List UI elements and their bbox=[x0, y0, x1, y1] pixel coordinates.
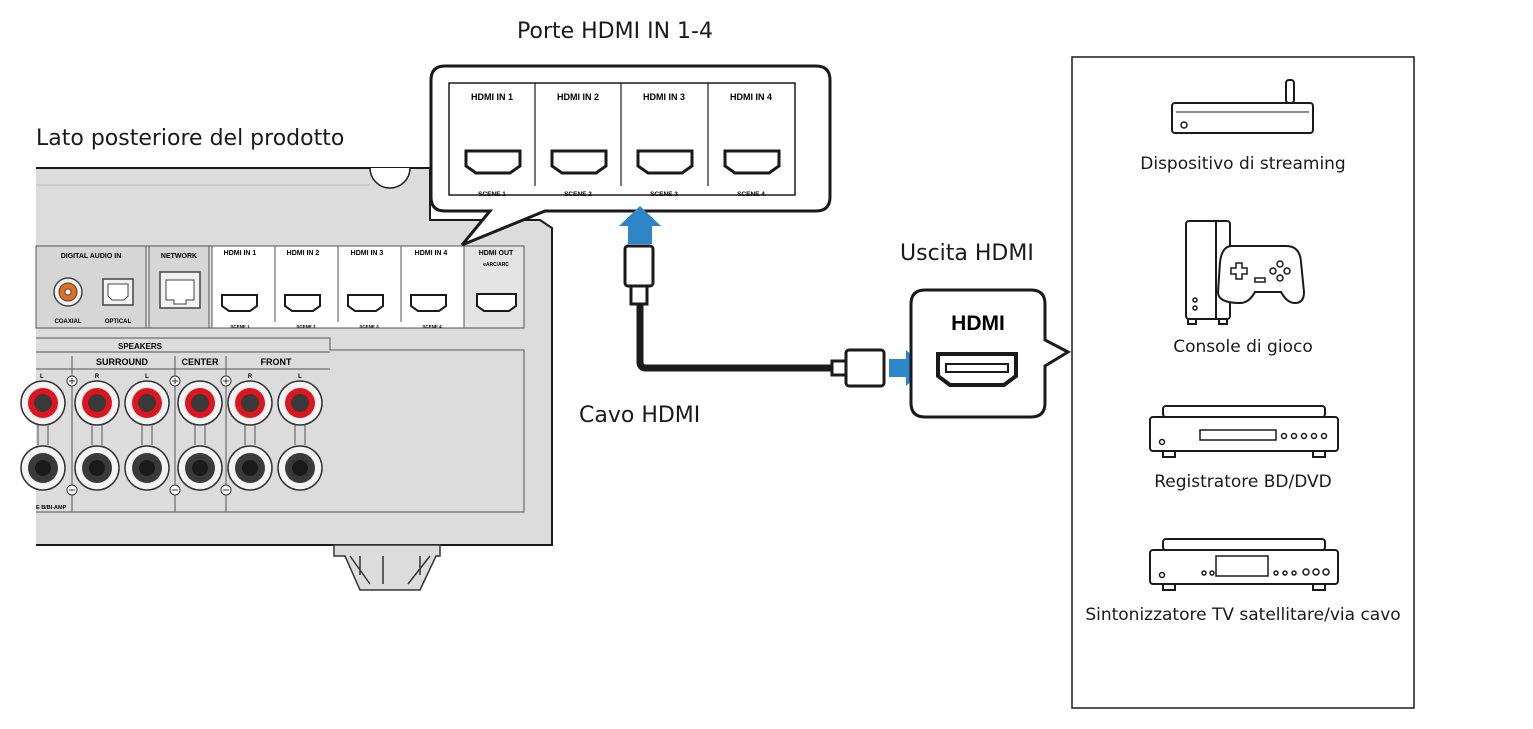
svg-text:HDMI IN 4: HDMI IN 4 bbox=[730, 92, 772, 102]
game-console-icon bbox=[1185, 220, 1306, 325]
svg-text:R: R bbox=[95, 374, 100, 380]
svg-text:L: L bbox=[298, 374, 302, 380]
svg-text:SCENE 2: SCENE 2 bbox=[296, 324, 316, 329]
network-label: NETWORK bbox=[161, 253, 197, 260]
hdmi-output-callout: HDMI bbox=[909, 288, 1072, 419]
coaxial-label: COAXIAL bbox=[55, 319, 82, 325]
svg-text:SCENE 3: SCENE 3 bbox=[359, 324, 379, 329]
receiver-rear-panel: DIGITAL AUDIO IN NETWORK COAXIAL OPTICAL… bbox=[20, 167, 553, 591]
panel-hdmi-in-3: HDMI IN 3 SCENE 3 bbox=[347, 250, 384, 329]
arrow-up-icon bbox=[619, 206, 661, 244]
arrow-right-icon bbox=[889, 350, 927, 386]
svg-text:SCENE 1: SCENE 1 bbox=[478, 191, 506, 198]
hdmi-cable-label: Cavo HDMI bbox=[579, 403, 701, 428]
svg-text:SCENE 3: SCENE 3 bbox=[650, 191, 678, 198]
svg-text:HDMI IN 1: HDMI IN 1 bbox=[471, 92, 513, 102]
device-label-tuner: Sintonizzatore TV satellitare/via cavo bbox=[1085, 605, 1401, 625]
callout-port-1: HDMI IN 1 SCENE 1 bbox=[464, 92, 522, 198]
svg-text:R: R bbox=[248, 374, 253, 380]
svg-text:HDMI IN 3: HDMI IN 3 bbox=[643, 92, 685, 102]
digital-audio-in-label: DIGITAL AUDIO IN bbox=[61, 253, 122, 260]
hdmi-in-ports-label: Porte HDMI IN 1-4 bbox=[517, 19, 713, 44]
front-label: FRONT bbox=[261, 357, 292, 367]
receiver-foot bbox=[333, 544, 441, 591]
svg-text:L: L bbox=[40, 374, 44, 380]
svg-text:SCENE 4: SCENE 4 bbox=[737, 191, 765, 198]
callout-port-3: HDMI IN 3 SCENE 3 bbox=[636, 92, 694, 198]
svg-text:HDMI IN 2: HDMI IN 2 bbox=[287, 250, 320, 257]
svg-text:L: L bbox=[145, 374, 149, 380]
device-box bbox=[1071, 56, 1415, 709]
device-label-console: Console di gioco bbox=[1173, 337, 1313, 357]
hdmi-cable bbox=[623, 244, 886, 388]
svg-text:HDMI IN 4: HDMI IN 4 bbox=[415, 250, 448, 257]
callout-port-4: HDMI IN 4 SCENE 4 bbox=[723, 92, 781, 198]
svg-text:HDMI IN 3: HDMI IN 3 bbox=[351, 250, 384, 257]
svg-text:SCENE 2: SCENE 2 bbox=[564, 191, 592, 198]
svg-text:eARC/ARC: eARC/ARC bbox=[483, 262, 509, 268]
svg-text:SCENE 4: SCENE 4 bbox=[422, 324, 442, 329]
panel-hdmi-in-1: HDMI IN 1 SCENE 1 bbox=[221, 250, 258, 329]
rear-panel-label: Lato posteriore del prodotto bbox=[36, 126, 345, 151]
svg-text:HDMI IN 1: HDMI IN 1 bbox=[224, 250, 257, 257]
panel-hdmi-in-4: HDMI IN 4 SCENE 4 bbox=[410, 250, 448, 329]
panel-hdmi-in-2: HDMI IN 2 SCENE 2 bbox=[284, 250, 321, 329]
callout-port-2: HDMI IN 2 SCENE 2 bbox=[550, 92, 608, 198]
satellite-cable-tuner-icon bbox=[1149, 538, 1339, 591]
positive-terminals bbox=[20, 380, 323, 426]
panel-hdmi-out: HDMI OUT eARC/ARC bbox=[476, 250, 517, 312]
device-label-streaming: Dispositivo di streaming bbox=[1140, 154, 1346, 174]
svg-text:SCENE 1: SCENE 1 bbox=[230, 324, 250, 329]
streaming-device-icon bbox=[1171, 79, 1314, 134]
svg-text:HDMI OUT: HDMI OUT bbox=[479, 250, 514, 257]
zone-b-label: E B/BI-AMP bbox=[36, 505, 67, 511]
device-label-bd-dvd: Registratore BD/DVD bbox=[1154, 472, 1332, 492]
bd-dvd-recorder-icon bbox=[1149, 405, 1339, 458]
svg-text:HDMI IN 2: HDMI IN 2 bbox=[557, 92, 599, 102]
speakers-label: SPEAKERS bbox=[118, 342, 163, 351]
hdmi-output-text: HDMI bbox=[951, 312, 1005, 335]
optical-label: OPTICAL bbox=[105, 319, 132, 325]
center-label: CENTER bbox=[181, 357, 219, 367]
hdmi-output-label: Uscita HDMI bbox=[900, 241, 1034, 266]
negative-terminals bbox=[20, 445, 323, 491]
hdmi-in-callout: HDMI IN 1 SCENE 1 HDMI IN 2 SCENE 2 HDMI… bbox=[429, 64, 832, 247]
surround-label: SURROUND bbox=[96, 357, 149, 367]
